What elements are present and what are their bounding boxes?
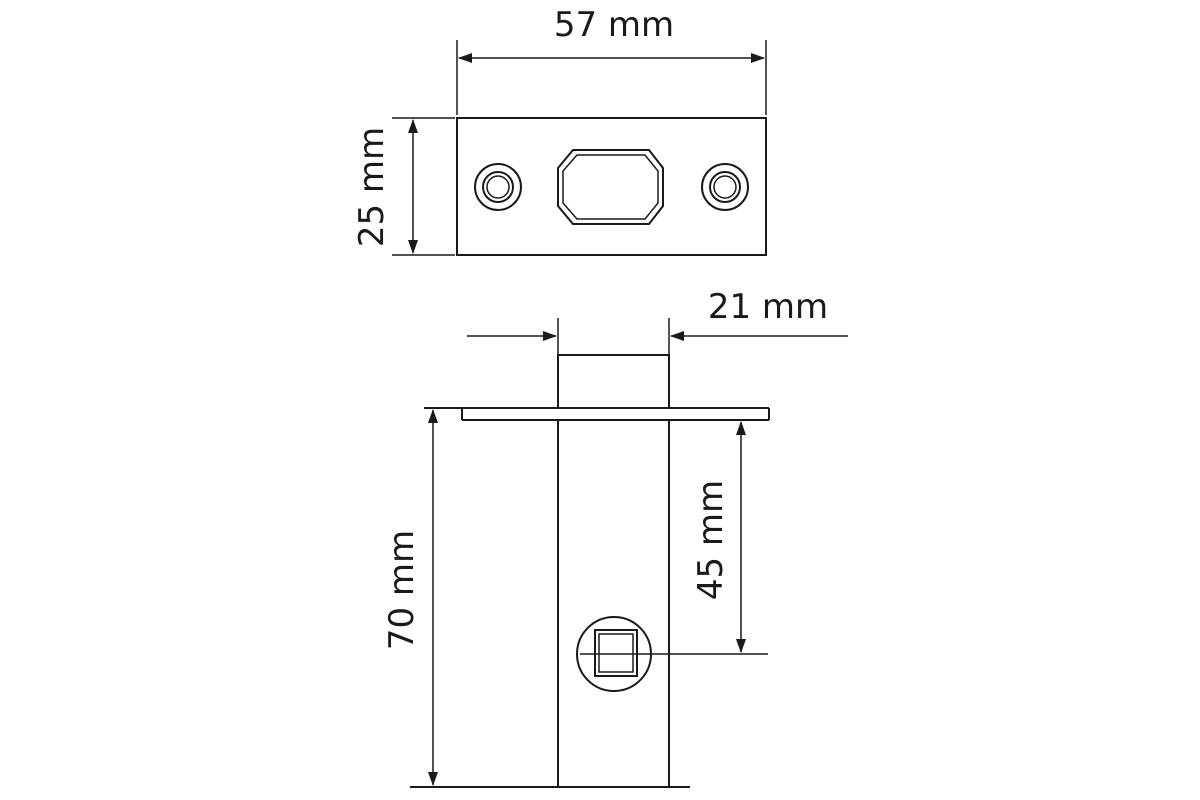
strike-height-dimension: 25 mm bbox=[352, 117, 455, 256]
strike-height-label: 25 mm bbox=[352, 127, 392, 247]
latch-opening bbox=[557, 149, 664, 225]
body-thickness-dimension: 21 mm bbox=[467, 287, 848, 355]
strike-width-dimension: 57 mm bbox=[456, 5, 767, 115]
latch-bolt bbox=[557, 354, 670, 409]
total-depth-dimension: 70 mm bbox=[382, 409, 438, 786]
strike-plate-outline bbox=[456, 117, 767, 256]
left-screw-hole bbox=[474, 163, 522, 211]
strike-plate bbox=[456, 117, 767, 256]
backset-label: 45 mm bbox=[691, 480, 731, 600]
strike-width-label: 57 mm bbox=[554, 5, 674, 45]
backset-dimension: 45 mm bbox=[580, 421, 768, 655]
right-screw-hole bbox=[701, 163, 749, 211]
body-thickness-label: 21 mm bbox=[708, 287, 828, 327]
total-depth-label: 70 mm bbox=[382, 530, 422, 650]
